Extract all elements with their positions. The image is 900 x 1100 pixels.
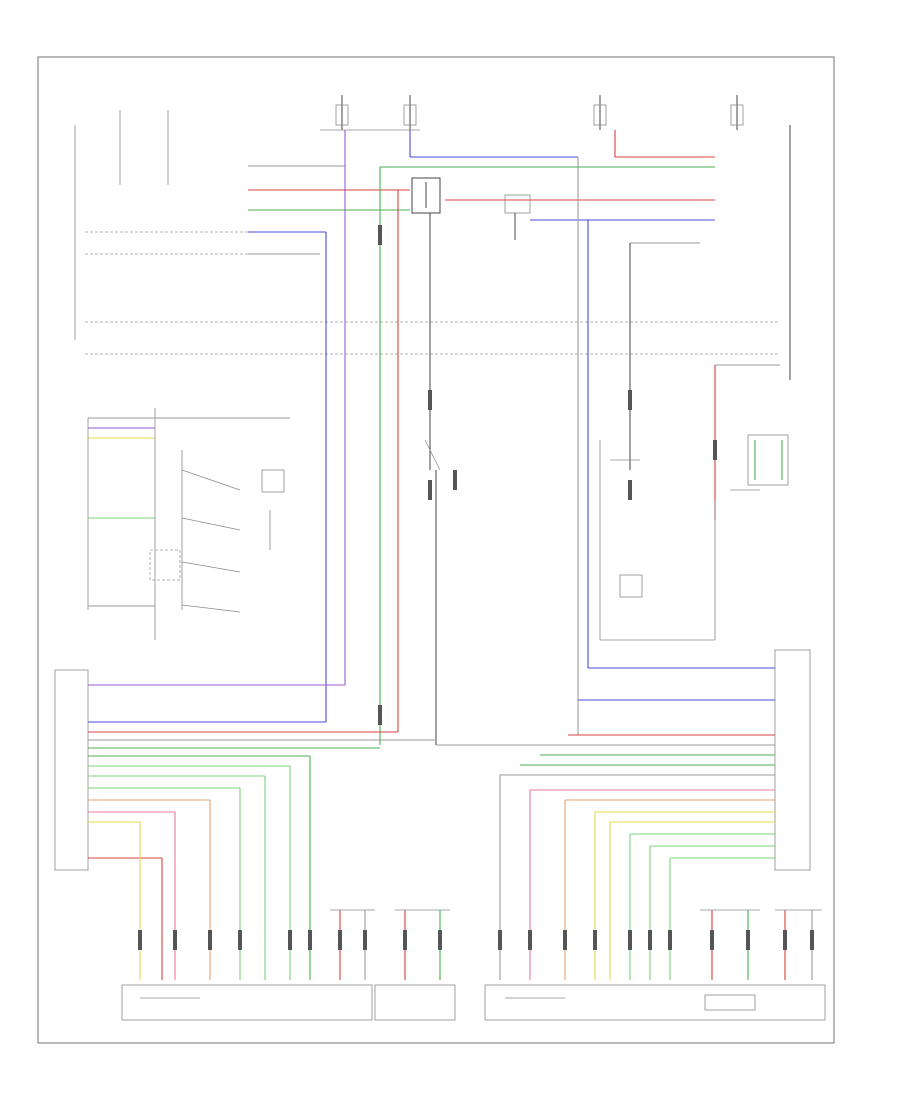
wire-plug xyxy=(428,480,432,500)
wire-plug xyxy=(338,930,342,950)
left-connector xyxy=(54,669,436,980)
wire-plug xyxy=(288,930,292,950)
wire-connectors xyxy=(138,225,814,950)
upper-bus-wires xyxy=(85,130,780,355)
wire-plug xyxy=(746,930,750,950)
top-power-section xyxy=(74,95,791,380)
wire-plug xyxy=(710,930,714,950)
center-relays xyxy=(411,177,631,470)
wire-plug xyxy=(173,930,177,950)
lower-modules xyxy=(121,984,826,1021)
wire-plug xyxy=(378,225,382,245)
wire-plug xyxy=(628,390,632,410)
wire-plug xyxy=(238,930,242,950)
wire-plug xyxy=(363,930,367,950)
wire-plug xyxy=(438,930,442,950)
wire-plug xyxy=(378,705,382,725)
wire-plug xyxy=(428,390,432,410)
wire-plug xyxy=(453,470,457,490)
wire-plug xyxy=(498,930,502,950)
right-lower-module xyxy=(484,984,826,1021)
wire-plug xyxy=(403,930,407,950)
wire-plug xyxy=(628,930,632,950)
wire-plug xyxy=(208,930,212,950)
left-switch-panel xyxy=(87,408,290,640)
right-connector xyxy=(436,649,811,980)
left-lower-module xyxy=(121,984,373,1021)
wire-plug xyxy=(648,930,652,950)
wire-plug xyxy=(668,930,672,950)
wire-plug xyxy=(528,930,532,950)
wire-plug xyxy=(713,440,717,460)
wire-plug xyxy=(628,480,632,500)
wire-plug xyxy=(810,930,814,950)
diagram-frame xyxy=(37,56,835,1044)
wire-plug xyxy=(138,930,142,950)
wire-plug xyxy=(563,930,567,950)
wire-plug xyxy=(308,930,312,950)
right-switch-area xyxy=(424,434,789,598)
vertical-wires xyxy=(325,130,780,745)
wire-plug xyxy=(593,930,597,950)
wire-plug xyxy=(783,930,787,950)
